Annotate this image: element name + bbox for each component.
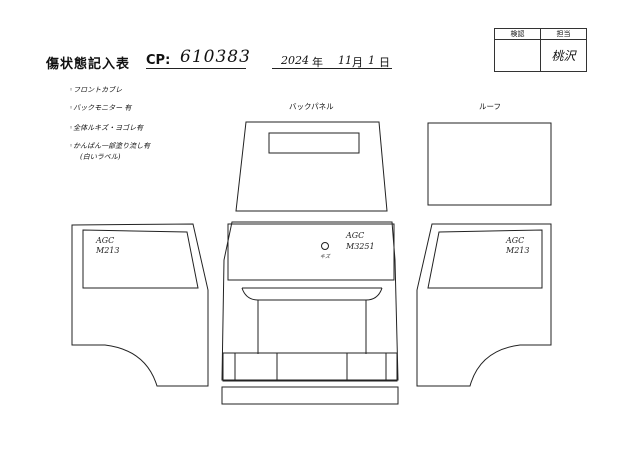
front-glass-code: M3251	[345, 242, 375, 251]
cp-number: 610383	[180, 47, 251, 67]
front-glass-brand: AGC	[345, 231, 364, 240]
cp-label: CP:	[146, 53, 171, 68]
form-title: 傷状態記入表	[46, 57, 131, 72]
date-underline	[272, 68, 392, 69]
front-lower-bumper	[221, 386, 399, 405]
right-door-glass-code: M213	[505, 246, 529, 255]
date-day-unit: 日	[379, 56, 390, 69]
date-year-unit: 年	[312, 56, 323, 69]
cp-underline	[146, 68, 246, 69]
left-door-glass-code: M213	[95, 246, 119, 255]
left-door-outline	[71, 223, 209, 387]
label-back-panel: バックパネル	[289, 102, 334, 111]
label-roof: ルーフ	[479, 102, 502, 111]
front-damage-note: キズ	[320, 253, 331, 260]
back-panel-outline	[235, 121, 388, 212]
date-month: 11	[338, 54, 352, 67]
note-line-4: ◦かんばん一部塗り流し有	[69, 142, 151, 150]
note-line-2: ◦バックモニター 有	[69, 104, 132, 112]
front-bumper	[222, 352, 398, 382]
date-day: 1	[368, 54, 375, 67]
front-body-outline	[221, 221, 399, 381]
date-year: 2024	[281, 54, 309, 67]
note-line-5: (白いラベル)	[80, 153, 121, 161]
front-damage-mark	[321, 242, 329, 250]
right-door-outline	[416, 223, 552, 387]
roof-outline	[427, 122, 552, 206]
stamp-charge-signature: 桃沢	[551, 49, 576, 63]
right-door-window	[427, 229, 543, 289]
front-dash-line	[241, 287, 383, 301]
approval-stamp-box: 検認 担当 桃沢	[494, 28, 587, 72]
left-door-glass-brand: AGC	[95, 236, 114, 245]
note-line-3: ◦全体ルキズ・ヨゴレ有	[69, 124, 144, 132]
stamp-charge-cell: 桃沢	[540, 39, 587, 72]
date-month-unit: 月	[352, 56, 363, 69]
left-door-window	[82, 229, 199, 289]
front-windshield	[227, 223, 395, 281]
right-door-glass-brand: AGC	[505, 236, 524, 245]
back-panel-window	[268, 132, 360, 154]
note-line-1: ◦フロントカブレ	[69, 86, 123, 94]
